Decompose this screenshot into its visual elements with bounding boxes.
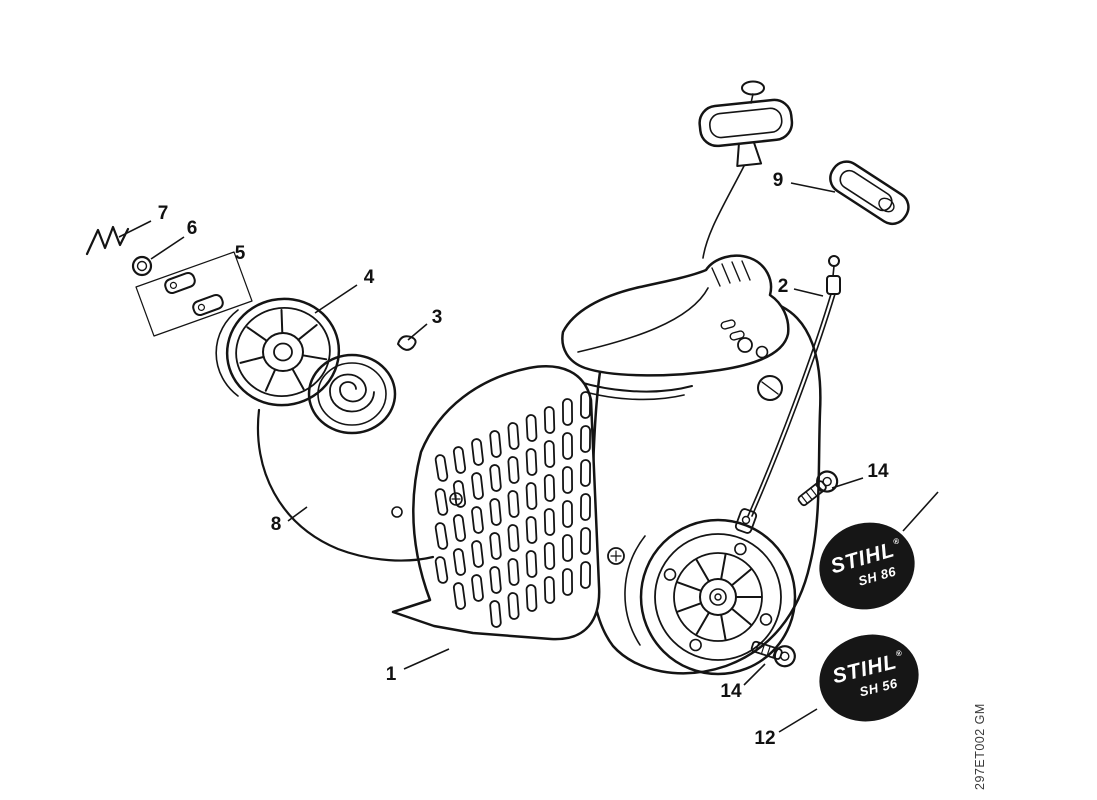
rotor-clip-drawing xyxy=(397,335,417,351)
pawl-set-drawing xyxy=(135,251,253,337)
pawl-group-bracket xyxy=(135,251,253,337)
callout-label-4: 4 xyxy=(364,267,375,288)
screw-top-drawing xyxy=(797,470,839,507)
callout-7: 7 xyxy=(118,203,169,238)
callout-12: 12 xyxy=(754,708,818,749)
fuel-cap-drawing xyxy=(757,375,783,401)
callout-label-1: 1 xyxy=(386,664,397,685)
cover-grip-ribs xyxy=(711,260,751,287)
pulley-spokes xyxy=(239,309,328,392)
intake-grille-face xyxy=(391,365,601,641)
callout-label-14-bottom: 14 xyxy=(720,681,742,702)
model-badge-top: STIHL ® SH 86 xyxy=(819,522,915,610)
callout-14-top: 14 xyxy=(831,461,889,489)
callout-8: 8 xyxy=(271,506,308,535)
housing-screw-boss xyxy=(607,547,625,565)
callout-label-8: 8 xyxy=(271,514,282,535)
callout-6: 6 xyxy=(150,218,198,260)
screw-bottom-drawing xyxy=(750,640,796,668)
callout-3: 3 xyxy=(407,307,443,341)
grip-cap-drawing xyxy=(741,80,765,104)
callout-9: 9 xyxy=(773,170,836,193)
diagram-code-vertical: 297ET002 GM xyxy=(973,703,987,790)
unlabeled-leader-line xyxy=(902,491,939,532)
callout-label-12: 12 xyxy=(754,728,775,749)
callout-2: 2 xyxy=(778,276,824,297)
washer-drawing xyxy=(131,255,153,277)
callout-14-bottom: 14 xyxy=(720,663,766,702)
callout-label-5: 5 xyxy=(235,243,246,264)
callout-4: 4 xyxy=(314,267,375,314)
throttle-cable-drawing xyxy=(747,255,841,517)
starter-rope-line xyxy=(702,165,745,259)
spare-grip-drawing xyxy=(829,160,910,226)
intake-grille-slots xyxy=(434,391,591,628)
callout-5: 5 xyxy=(235,243,246,264)
badge-disc xyxy=(819,634,919,722)
badge-disc xyxy=(819,522,915,610)
callouts-layer: 7 6 5 4 3 2 9 8 1 xyxy=(118,170,889,749)
rope-rotor-drawing xyxy=(307,335,417,435)
starter-pulley-drawing xyxy=(215,297,341,407)
badge-reg-mark: ® xyxy=(892,536,900,546)
callout-label-2: 2 xyxy=(778,276,789,297)
rope-guide-hole xyxy=(391,506,403,518)
callout-label-7: 7 xyxy=(158,203,169,224)
callout-1: 1 xyxy=(386,648,450,685)
starter-rope-loop-drawing xyxy=(256,408,435,562)
callout-label-3: 3 xyxy=(432,307,443,328)
callout-label-9: 9 xyxy=(773,170,784,191)
starter-grip-drawing xyxy=(698,80,794,259)
callout-label-6: 6 xyxy=(187,218,198,239)
fan-rim-screws xyxy=(663,542,773,652)
model-badge-bottom: STIHL ® SH 56 xyxy=(819,634,919,722)
fan-housing-drawing xyxy=(639,518,797,676)
spring-clip-drawing xyxy=(85,225,130,256)
fan-spokes xyxy=(676,553,762,641)
callout-label-14-top: 14 xyxy=(867,461,889,482)
top-cover-drawing xyxy=(561,254,790,401)
badge-reg-mark: ® xyxy=(895,648,903,658)
